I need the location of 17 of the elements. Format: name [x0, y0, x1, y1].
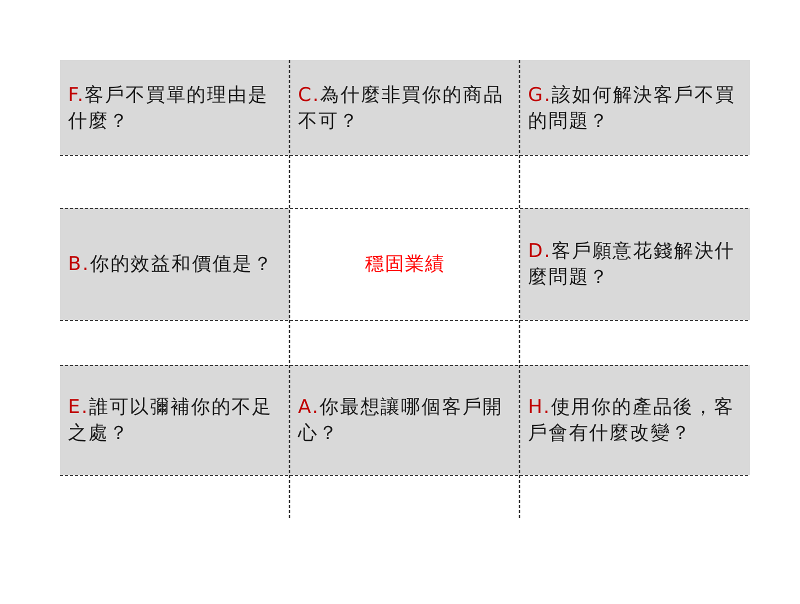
question-text: D.客戶願意花錢解決什麼問題？: [528, 239, 736, 290]
question-text: G.該如何解決客戶不買的問題？: [528, 82, 736, 134]
question-panel: [520, 365, 750, 475]
question-panel: [290, 60, 520, 155]
question-text: B.你的效益和價值是？: [68, 252, 274, 277]
question-text: C.為什麼非買你的商品不可？: [298, 82, 505, 134]
question-panel: [520, 60, 750, 155]
question-text: E.誰可以彌補你的不足之處？: [68, 395, 274, 446]
question-panel: [290, 365, 520, 475]
question-panel: [60, 60, 290, 155]
question-panel: [60, 208, 290, 320]
goal-text: 穩固業績: [365, 251, 445, 277]
question-text: H.使用你的產品後，客戶會有什麼改變？: [528, 395, 736, 446]
question-text: A.你最想讓哪個客戶開心？: [298, 395, 504, 446]
question-text: F.客戶不買單的理由是什麼？: [68, 82, 270, 134]
question-panel: [60, 365, 290, 475]
question-panel: [520, 208, 750, 320]
